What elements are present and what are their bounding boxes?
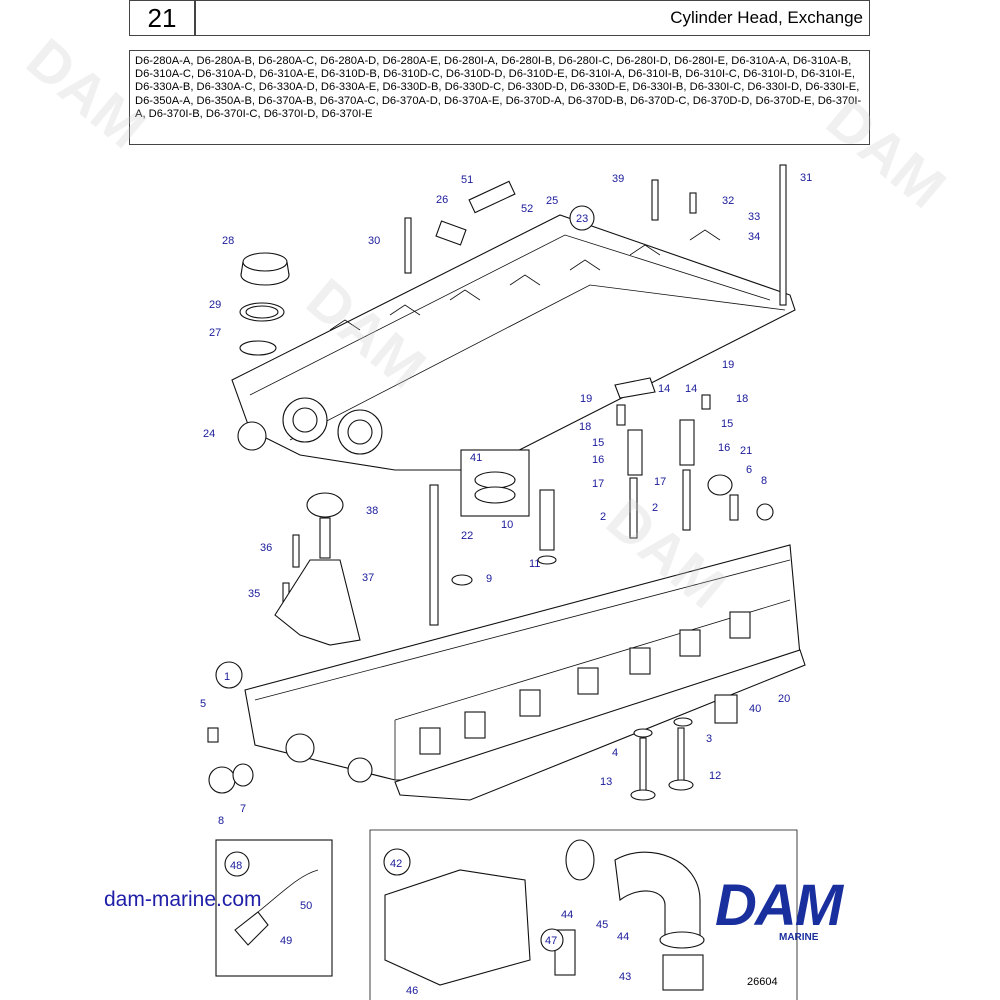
brand-subtitle: MARINE — [779, 932, 819, 943]
part-label: 25 — [546, 195, 558, 207]
part-label: 15 — [721, 418, 733, 430]
page-title: Cylinder Head, Exchange — [195, 0, 870, 36]
part-label: 44 — [561, 909, 573, 921]
part-label: 48 — [230, 860, 242, 872]
seals-plugs — [207, 421, 267, 794]
part-labels: 1 2 2 3 4 5 6 7 8 8 9 10 11 12 13 14 14 … — [200, 172, 812, 997]
part-label: 8 — [761, 475, 767, 487]
model-list: D6-280A-A, D6-280A-B, D6-280A-C, D6-280A… — [129, 50, 870, 145]
part-label: 45 — [596, 919, 608, 931]
part-label: 20 — [778, 693, 790, 705]
part-label: 34 — [748, 231, 760, 243]
part-label: 40 — [749, 703, 761, 715]
part-label: 49 — [280, 935, 292, 947]
part-label: 9 — [486, 573, 492, 585]
part-label: 6 — [746, 464, 752, 476]
part-label: 44 — [617, 931, 629, 943]
valve-train — [614, 377, 774, 801]
oil-filler-cap — [239, 252, 290, 356]
part-label: 10 — [501, 519, 513, 531]
breather-parts — [435, 180, 516, 246]
part-label: 50 — [300, 900, 312, 912]
website-link[interactable]: dam-marine.com — [104, 888, 262, 911]
part-label: 8 — [218, 815, 224, 827]
part-label: 26 — [436, 194, 448, 206]
part-label: 28 — [222, 235, 234, 247]
part-label: 14 — [685, 383, 697, 395]
part-label: 11 — [529, 558, 540, 570]
callout-circle-48 — [224, 851, 250, 877]
bolts — [282, 164, 787, 626]
inset-panels — [215, 829, 798, 1000]
part-label: 17 — [654, 476, 666, 488]
part-label: 12 — [709, 770, 721, 782]
part-label: 23 — [576, 213, 588, 225]
part-label: 33 — [748, 211, 760, 223]
part-label: 22 — [461, 530, 473, 542]
part-label: 4 — [612, 747, 618, 759]
part-label: 2 — [600, 511, 606, 523]
part-label: 2 — [652, 502, 658, 514]
section-number: 21 — [129, 0, 195, 36]
valve-cover — [231, 214, 796, 471]
part-label: 14 — [658, 383, 670, 395]
part-label: 15 — [592, 437, 604, 449]
cylinder-head — [244, 544, 801, 783]
injector-parts — [451, 449, 557, 586]
part-label: 47 — [545, 935, 557, 947]
part-label: 36 — [260, 542, 272, 554]
part-label: 30 — [368, 235, 380, 247]
callout-circle-42 — [383, 848, 411, 876]
callout-circle-23 — [569, 205, 595, 231]
part-label: 38 — [366, 505, 378, 517]
brand-logo: DAM — [715, 873, 843, 938]
part-label: 1 — [224, 671, 230, 683]
part-label: 43 — [619, 971, 631, 983]
part-label: 16 — [592, 454, 604, 466]
lifting-eye-bracket — [274, 492, 361, 646]
part-label: 21 — [740, 445, 752, 457]
part-label: 31 — [800, 172, 812, 184]
callout-circle-1 — [215, 661, 243, 689]
part-label: 32 — [722, 195, 734, 207]
part-label: 52 — [521, 203, 533, 215]
part-label: 42 — [390, 858, 402, 870]
part-label: 5 — [200, 698, 206, 710]
part-label: 19 — [580, 393, 592, 405]
part-label: 17 — [592, 478, 604, 490]
figure-id: 26604 — [747, 976, 778, 988]
part-label: 7 — [240, 803, 246, 815]
part-label: 3 — [706, 733, 712, 745]
part-label: 18 — [736, 393, 748, 405]
part-label: 46 — [406, 985, 418, 997]
callout-circle-47 — [540, 928, 564, 952]
part-label: 35 — [248, 588, 260, 600]
part-label: 37 — [362, 572, 374, 584]
part-label: 51 — [461, 174, 473, 186]
part-label: 39 — [612, 173, 624, 185]
part-label: 41 — [470, 452, 482, 464]
part-label: 13 — [600, 776, 612, 788]
part-label: 16 — [718, 442, 730, 454]
part-label: 27 — [209, 327, 221, 339]
part-label: 18 — [579, 421, 591, 433]
part-label: 24 — [203, 428, 215, 440]
part-label: 29 — [209, 299, 221, 311]
part-label: 19 — [722, 359, 734, 371]
